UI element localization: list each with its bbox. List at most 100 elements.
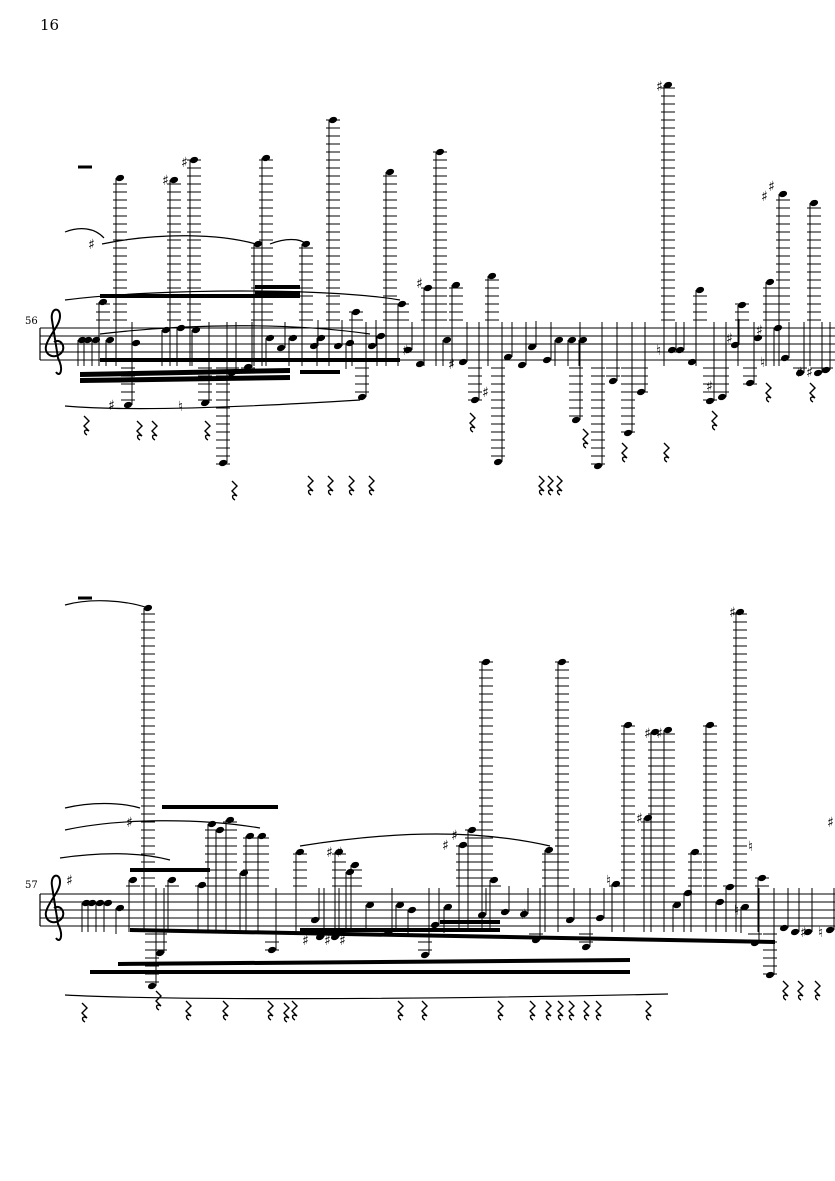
quarter-rest bbox=[185, 1000, 192, 1021]
quarter-rest bbox=[782, 980, 789, 1001]
notehead bbox=[790, 928, 800, 936]
sharp-accidental: ♯ bbox=[800, 925, 807, 941]
quarter-rest bbox=[81, 1002, 88, 1023]
quarter-rest bbox=[204, 420, 211, 441]
notehead bbox=[415, 360, 425, 368]
notehead bbox=[161, 326, 171, 334]
notehead bbox=[91, 336, 101, 344]
quarter-rest bbox=[814, 980, 821, 1001]
treble-clef bbox=[44, 308, 65, 376]
measure-number-57: 57 bbox=[25, 880, 38, 891]
quarter-rest bbox=[765, 382, 772, 403]
notehead bbox=[567, 336, 577, 344]
sharp-accidental: ♯ bbox=[88, 237, 95, 253]
notehead bbox=[123, 401, 133, 409]
notehead bbox=[225, 816, 235, 824]
natural-accidental: ♮ bbox=[606, 873, 611, 889]
notehead bbox=[227, 369, 237, 377]
notehead bbox=[675, 346, 685, 354]
notehead bbox=[636, 388, 646, 396]
notehead bbox=[239, 869, 249, 877]
notehead bbox=[328, 116, 338, 124]
natural-accidental: ♮ bbox=[818, 925, 823, 941]
quarter-rest bbox=[556, 475, 563, 496]
accidentals: ♯♯♯♯♯♯♯♯♯♯♯♯♯♮♯♮♮♯♮♯ bbox=[66, 605, 834, 949]
notehead bbox=[128, 876, 138, 884]
notehead bbox=[750, 939, 760, 947]
notehead bbox=[765, 278, 775, 286]
notehead bbox=[825, 926, 835, 934]
sharp-accidental: ♯ bbox=[796, 365, 803, 381]
rests bbox=[81, 980, 821, 1023]
notehead bbox=[519, 910, 529, 918]
notehead bbox=[778, 190, 788, 198]
notehead bbox=[215, 826, 225, 834]
notehead bbox=[288, 334, 298, 342]
notehead bbox=[345, 339, 355, 347]
notehead bbox=[487, 272, 497, 280]
notehead bbox=[663, 726, 673, 734]
page-number: 16 bbox=[40, 16, 60, 34]
notehead bbox=[420, 951, 430, 959]
notehead bbox=[245, 832, 255, 840]
notehead bbox=[672, 901, 682, 909]
notehead bbox=[735, 608, 745, 616]
notehead bbox=[367, 342, 377, 350]
notehead bbox=[571, 416, 581, 424]
sharp-accidental: ♯ bbox=[706, 379, 713, 395]
sharp-accidental: ♯ bbox=[162, 173, 169, 189]
notehead bbox=[197, 881, 207, 889]
notehead bbox=[87, 899, 97, 907]
notehead bbox=[253, 240, 263, 248]
notehead bbox=[276, 344, 286, 352]
notehead bbox=[780, 354, 790, 362]
notehead bbox=[730, 341, 740, 349]
notehead bbox=[442, 336, 452, 344]
notehead bbox=[623, 429, 633, 437]
notehead bbox=[527, 343, 537, 351]
notehead bbox=[451, 281, 461, 289]
notehead bbox=[695, 286, 705, 294]
notehead bbox=[715, 898, 725, 906]
accidentals: ♯♯♯♯♮♯♯♯♯♮♯♯♯♯♯♯♮♯♯ bbox=[88, 79, 813, 415]
quarter-rest bbox=[267, 1000, 274, 1021]
beams bbox=[90, 805, 775, 974]
notehead bbox=[218, 459, 228, 467]
quarter-rest bbox=[231, 480, 238, 501]
quarter-rest bbox=[582, 428, 589, 449]
staff-system-57: ♯♯♯♯♯♯♯♯♯♯♯♯♯♮♯♮♮♯♮♯ bbox=[39, 596, 835, 1023]
notehead bbox=[809, 199, 819, 207]
sharp-accidental: ♯ bbox=[448, 357, 455, 373]
sharp-accidental: ♯ bbox=[520, 907, 527, 923]
notehead bbox=[717, 393, 727, 401]
notehead bbox=[477, 911, 487, 919]
notehead bbox=[191, 326, 201, 334]
quarter-rest bbox=[348, 475, 355, 496]
notehead bbox=[554, 336, 564, 344]
notehead bbox=[435, 148, 445, 156]
notehead bbox=[316, 334, 326, 342]
sharp-accidental: ♯ bbox=[416, 276, 423, 292]
notehead bbox=[115, 904, 125, 912]
sharp-accidental: ♯ bbox=[806, 365, 813, 381]
sharp-accidental: ♯ bbox=[339, 933, 346, 949]
sharp-accidental: ♯ bbox=[726, 331, 733, 347]
notehead bbox=[395, 901, 405, 909]
sharp-accidental: ♯ bbox=[451, 828, 458, 844]
notehead bbox=[690, 848, 700, 856]
notehead bbox=[351, 308, 361, 316]
notehead bbox=[376, 332, 386, 340]
notehead bbox=[821, 366, 831, 374]
notehead bbox=[397, 300, 407, 308]
notehead bbox=[593, 462, 603, 470]
notehead bbox=[705, 397, 715, 405]
quarter-rest bbox=[797, 980, 804, 1001]
notehead bbox=[779, 924, 789, 932]
sharp-accidental: ♯ bbox=[756, 323, 763, 339]
sharp-accidental: ♯ bbox=[636, 811, 643, 827]
sharp-accidental: ♯ bbox=[729, 605, 736, 621]
notehead bbox=[611, 880, 621, 888]
notehead bbox=[687, 358, 697, 366]
notehead bbox=[705, 721, 715, 729]
notehead bbox=[565, 916, 575, 924]
